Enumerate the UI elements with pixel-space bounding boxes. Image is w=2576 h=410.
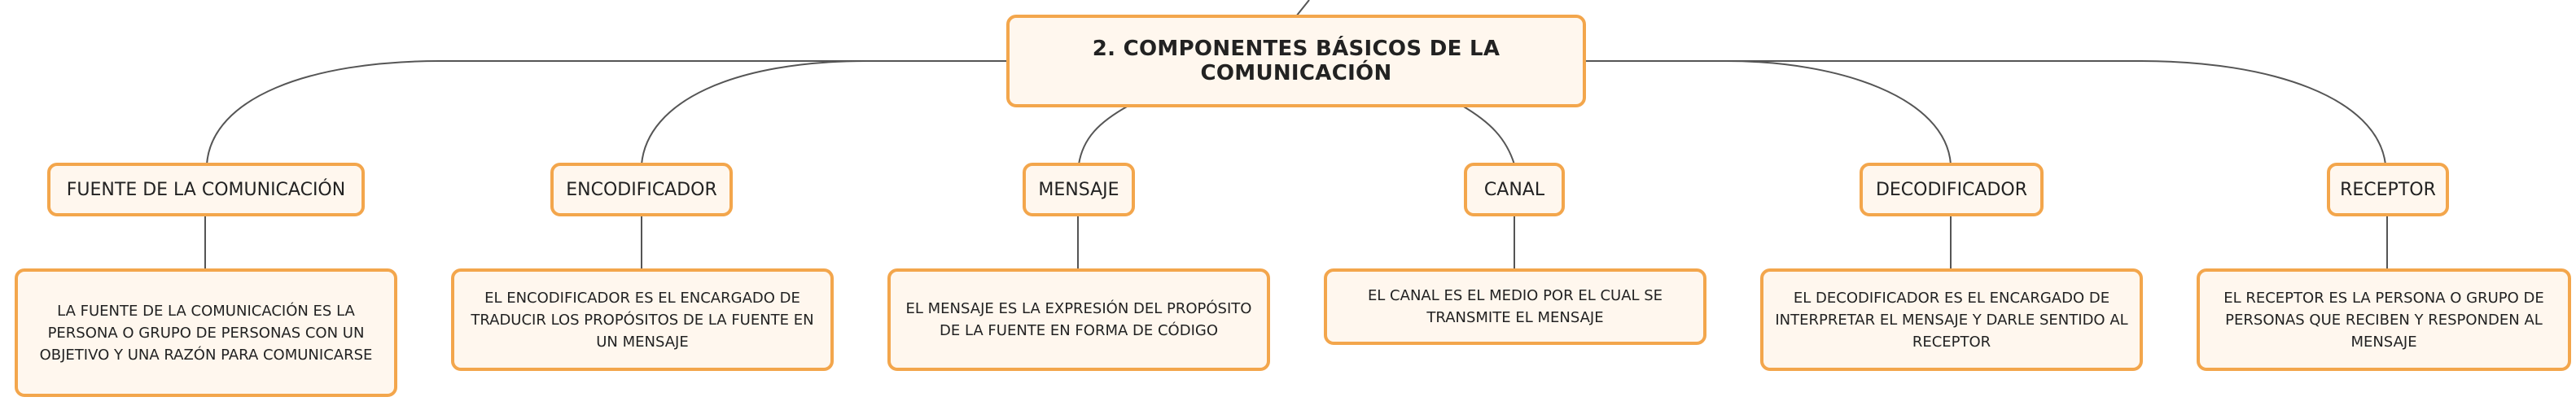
subtopic-receptor-description[interactable]: EL RECEPTOR ES LA PERSONA O GRUPO DE PER…: [2197, 268, 2571, 371]
topic-encodificador[interactable]: ENCODIFICADOR: [550, 163, 733, 216]
topic-decodificador-label: DECODIFICADOR: [1875, 179, 2028, 200]
topic-fuente-label: FUENTE DE LA COMUNICACIÓN: [66, 179, 346, 200]
subtopic-mensaje-text: EL MENSAJE ES LA EXPRESIÓN DEL PROPÓSITO…: [905, 300, 1252, 339]
connector-root-encodificador: [641, 60, 1006, 165]
subtopic-decodificador-description[interactable]: EL DECODIFICADOR ES EL ENCARGADO DE INTE…: [1760, 268, 2143, 371]
connector-root-decodificador: [1586, 60, 1952, 165]
root-topic[interactable]: 2. COMPONENTES BÁSICOS DE LA COMUNICACIÓ…: [1006, 15, 1586, 107]
subtopic-canal-description[interactable]: EL CANAL ES EL MEDIO POR EL CUAL SE TRAN…: [1324, 268, 1706, 345]
incoming-connector: [1295, 0, 1310, 17]
subtopic-fuente-description[interactable]: LA FUENTE DE LA COMUNICACIÓN ES LA PERSO…: [15, 268, 397, 397]
topic-encodificador-label: ENCODIFICADOR: [566, 179, 717, 200]
topic-mensaje[interactable]: MENSAJE: [1023, 163, 1135, 216]
subtopic-decodificador-text: EL DECODIFICADOR ES EL ENCARGADO DE INTE…: [1775, 289, 2128, 351]
root-topic-title: 2. COMPONENTES BÁSICOS DE LA COMUNICACIÓ…: [1092, 37, 1500, 85]
topic-canal-label: CANAL: [1483, 179, 1545, 200]
subtopic-encodificador-description[interactable]: EL ENCODIFICADOR ES EL ENCARGADO DE TRAD…: [451, 268, 834, 371]
subtopic-fuente-text: LA FUENTE DE LA COMUNICACIÓN ES LA PERSO…: [39, 302, 373, 364]
subtopic-mensaje-description[interactable]: EL MENSAJE ES LA EXPRESIÓN DEL PROPÓSITO…: [887, 268, 1270, 371]
connector-root-mensaje: [1078, 105, 1129, 165]
subtopic-encodificador-text: EL ENCODIFICADOR ES EL ENCARGADO DE TRAD…: [471, 289, 814, 351]
topic-mensaje-label: MENSAJE: [1038, 179, 1119, 200]
topic-fuente[interactable]: FUENTE DE LA COMUNICACIÓN: [47, 163, 365, 216]
topic-decodificador[interactable]: DECODIFICADOR: [1860, 163, 2044, 216]
connector-root-receptor: [1586, 60, 2386, 165]
topic-receptor[interactable]: RECEPTOR: [2327, 163, 2449, 216]
subtopic-receptor-text: EL RECEPTOR ES LA PERSONA O GRUPO DE PER…: [2223, 289, 2544, 351]
topic-receptor-label: RECEPTOR: [2340, 179, 2436, 200]
connector-root-fuente: [206, 60, 1006, 165]
connector-root-canal: [1461, 105, 1515, 165]
topic-canal[interactable]: CANAL: [1464, 163, 1565, 216]
subtopic-canal-text: EL CANAL ES EL MEDIO POR EL CUAL SE TRAN…: [1367, 287, 1663, 326]
